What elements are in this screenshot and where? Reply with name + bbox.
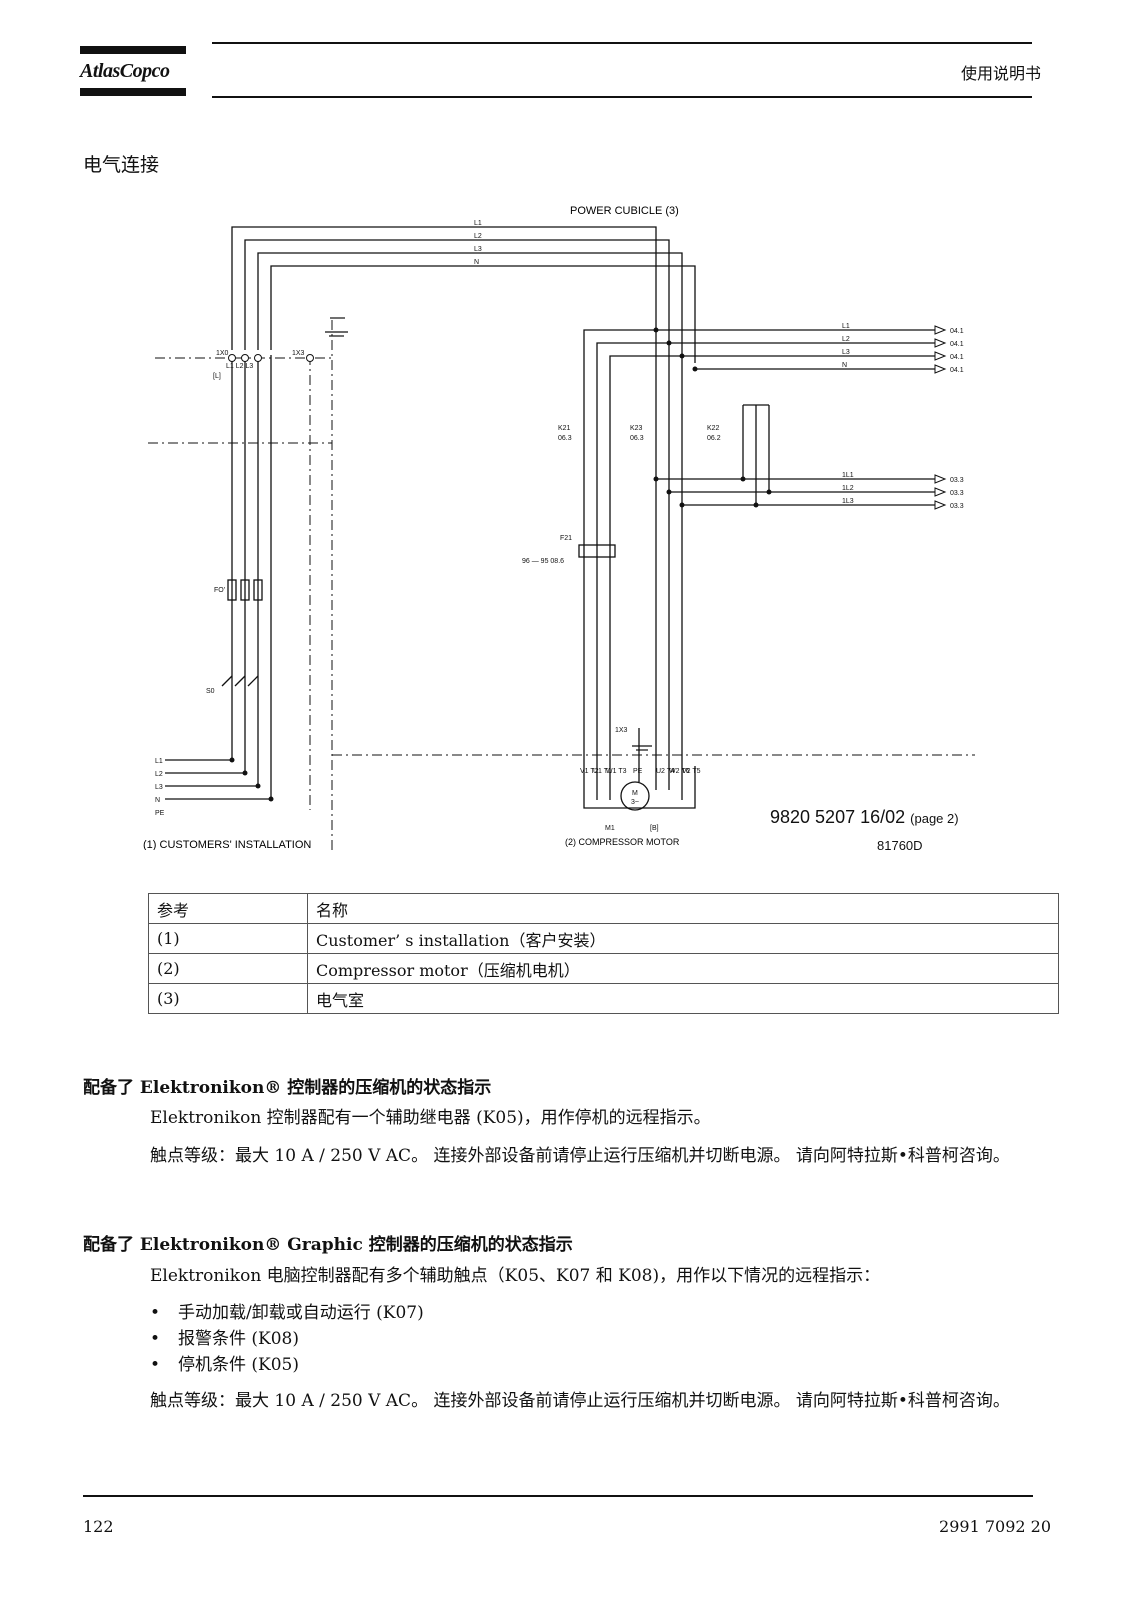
terminal-u2: U2 T4: [656, 768, 675, 775]
x3-top-label: 1X3: [292, 350, 305, 357]
col-header-name: 名称: [307, 893, 1059, 924]
table-header-row: 参考 名称: [148, 893, 1059, 924]
ref-cell: (3): [148, 983, 308, 1014]
left-label-pe: PE: [155, 810, 165, 817]
k22-label: K22: [707, 425, 720, 432]
out-label-l1: L1: [842, 323, 850, 330]
page-number: 122: [83, 1517, 114, 1536]
terminal-w1: W1 T3: [606, 768, 627, 775]
bus-label-l1: L1: [474, 220, 482, 227]
doc-type: 使用说明书: [960, 64, 1041, 83]
name-cell: 电气室: [307, 983, 1059, 1014]
x0-l: [L]: [213, 373, 221, 380]
section2-bullet-list: 手动加载/卸载或自动运行 (K07) 报警条件 (K08) 停机条件 (K05): [150, 1300, 424, 1378]
section1-title: 配备了 Elektronikon® 控制器的压缩机的状态指示: [83, 1078, 492, 1098]
x0-sub: L1 L2 L3: [226, 363, 253, 370]
name-cell: Customer’ s installation（客户安装）: [307, 923, 1059, 954]
fo-label: FO': [214, 587, 225, 594]
compressor-motor-label: (2) COMPRESSOR MOTOR: [565, 837, 680, 847]
diagram-doc-number: 9820 5207 16/02 (page 2): [770, 807, 959, 827]
out-ref-4: 04.1: [950, 367, 964, 374]
mid-label-3: 1L3: [842, 498, 854, 505]
section-title: 电气连接: [83, 154, 160, 176]
k23-label: K23: [630, 425, 643, 432]
section2-title: 配备了 Elektronikon® Graphic 控制器的压缩机的状态指示: [83, 1235, 573, 1255]
m1-label: M1: [605, 825, 615, 832]
out-label-l3: L3: [842, 349, 850, 356]
mid-label-2: 1L2: [842, 485, 854, 492]
section2-para2: 触点等级：最大 10 A / 250 V AC。 连接外部设备前请停止运行压缩机…: [150, 1391, 1010, 1411]
terminal-u1: U1 T1: [593, 768, 612, 775]
out-ref-3: 04.1: [950, 354, 964, 361]
ref-cell: (2): [148, 953, 308, 984]
footer-doc-code: 2991 7092 20: [939, 1517, 1051, 1536]
bus-label-l3: L3: [474, 246, 482, 253]
customers-installation-label: (1) CUSTOMERS' INSTALLATION: [143, 839, 311, 850]
footer-rule: [83, 1495, 1033, 1497]
out-ref-2: 04.1: [950, 341, 964, 348]
motor-m: M: [632, 790, 638, 797]
table-row: (2) Compressor motor（压缩机电机）: [148, 953, 1059, 984]
table-row: (1) Customer’ s installation（客户安装）: [148, 923, 1059, 954]
motor-3: 3~: [631, 799, 639, 806]
name-cell: Compressor motor（压缩机电机）: [307, 953, 1059, 984]
f21-ref: 96 — 95 08.6: [522, 558, 564, 565]
logo-text: AtlasCopco: [80, 60, 170, 82]
ref-cell: (1): [148, 923, 308, 954]
k21-label: K21: [558, 425, 571, 432]
section2-para1: Elektronikon 电脑控制器配有多个辅助触点（K05、K07 和 K08…: [150, 1266, 881, 1286]
x3-motor-label: 1X3: [615, 727, 628, 734]
k22-ref: 06.2: [707, 435, 721, 442]
terminal-v1: V1 T2: [580, 768, 599, 775]
list-item: 报警条件 (K08): [150, 1326, 424, 1352]
s0-label: S0: [206, 688, 215, 695]
table-row: (3) 电气室: [148, 983, 1059, 1014]
k23-ref: 06.3: [630, 435, 644, 442]
k21-ref: 06.3: [558, 435, 572, 442]
col-header-ref: 参考: [148, 893, 308, 924]
out-label-l2: L2: [842, 336, 850, 343]
mid-ref-1: 03.3: [950, 477, 964, 484]
bus-label-n: N: [474, 259, 479, 266]
bus-label-l2: L2: [474, 233, 482, 240]
terminal-w2: W2 T6: [669, 768, 690, 775]
power-cubicle-label: POWER CUBICLE (3): [570, 205, 679, 217]
mid-ref-3: 03.3: [950, 503, 964, 510]
left-label-l1: L1: [155, 758, 163, 765]
list-item: 停机条件 (K05): [150, 1352, 424, 1378]
diagram-drawing-code: 81760D: [877, 838, 923, 853]
m1-b-label: [B]: [650, 825, 659, 832]
reference-table: 参考 名称 (1) Customer’ s installation（客户安装）…: [148, 893, 1059, 1014]
out-label-n: N: [842, 362, 847, 369]
atlas-copco-logo: AtlasCopco: [80, 46, 188, 100]
list-item: 手动加载/卸载或自动运行 (K07): [150, 1300, 424, 1326]
header-bottom-rule: [212, 96, 1032, 98]
wiring-diagram: L1 L2 L3 N L1 L2 L3 N 04.1 04.1 04.1 04.…: [143, 205, 975, 850]
terminal-v2: V2 T5: [682, 768, 701, 775]
x0-label: 1X0: [216, 350, 229, 357]
left-label-l2: L2: [155, 771, 163, 778]
out-ref-1: 04.1: [950, 328, 964, 335]
section1-para2: 触点等级：最大 10 A / 250 V AC。 连接外部设备前请停止运行压缩机…: [150, 1146, 1010, 1166]
left-label-l3: L3: [155, 784, 163, 791]
f21-label: F21: [560, 535, 572, 542]
header-top-rule: [212, 42, 1032, 44]
left-label-n: N: [155, 797, 160, 804]
mid-ref-2: 03.3: [950, 490, 964, 497]
section1-para1: Elektronikon 控制器配有一个辅助继电器 (K05)，用作停机的远程指…: [150, 1108, 711, 1128]
terminal-pe: PE: [633, 768, 643, 775]
mid-label-1: 1L1: [842, 472, 854, 479]
